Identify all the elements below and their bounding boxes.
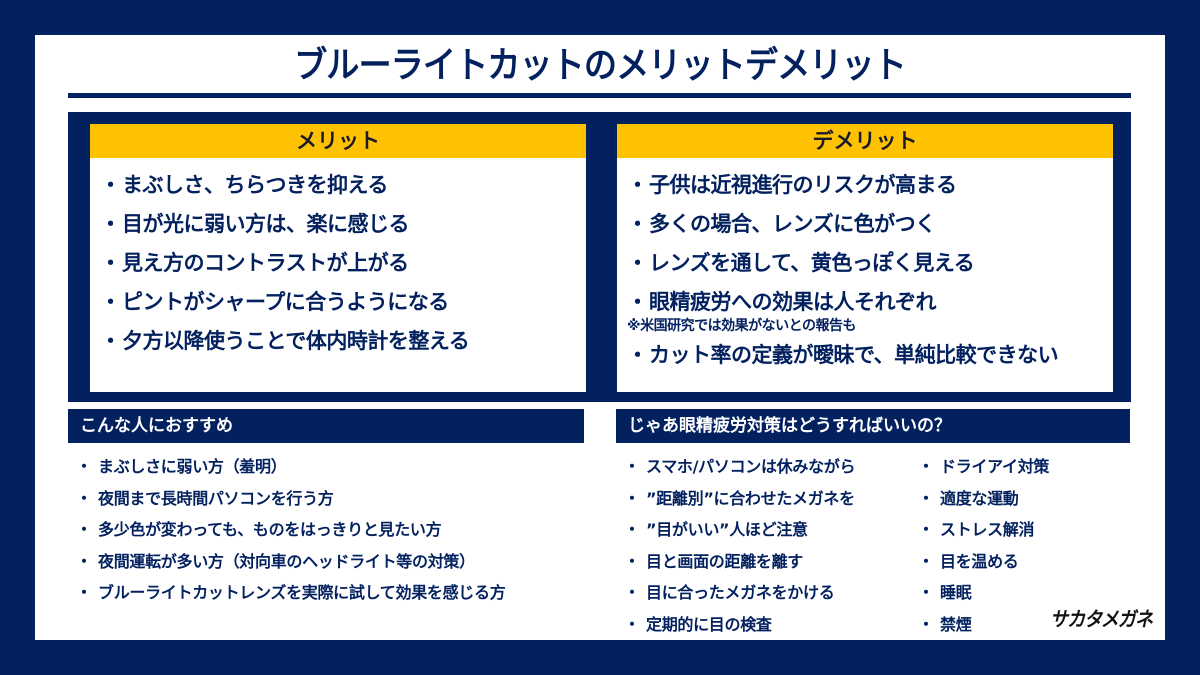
demerit-item: ・眼精疲労への効果は人それぞれ [627,283,1113,322]
eyestrain-item: ・スマホ/パソコンは休みながら [624,451,855,483]
recommend-item: ・夜間まで長時間パソコンを行う方 [76,483,505,515]
eyestrain-item: ・”目がいい”人ほど注意 [624,514,855,546]
bullet-icon: ・ [624,614,640,634]
merit-item: ・夕方以降使うことで体内時計を整える [100,322,586,361]
bullet-icon: ・ [624,583,640,602]
recommend-item: ・ブルーライトカットレンズを実際に試して効果を感じる方 [76,577,506,609]
eyestrain-item: ・目と画面の距離を離す [624,546,855,578]
merit-list: ・まぶしさ、ちらつきを抑える ・目が光に弱い方は、楽に感じる ・見え方のコントラ… [90,158,586,361]
bullet-icon: ・ [76,457,92,476]
bullet-icon: ・ [76,583,92,602]
bullet-icon: ・ [918,488,934,508]
eyestrain-list-col2: ・ドライアイ対策 ・適度な運動 ・ストレス解消 ・目を温める ・睡眠 ・禁煙 [918,451,1049,640]
merit-card: メリット ・まぶしさ、ちらつきを抑える ・目が光に弱い方は、楽に感じる ・見え方… [90,124,586,392]
bullet-icon: ・ [918,520,934,539]
bullet-icon: ・ [100,212,121,236]
recommend-item: ・まぶしさに弱い方（羞明） [76,451,505,483]
recommend-heading: こんな人におすすめ [68,409,584,443]
bullet-icon: ・ [627,212,648,236]
bullet-icon: ・ [918,614,934,634]
title-divider [68,93,1131,98]
bullet-icon: ・ [624,488,640,508]
recommend-list: ・まぶしさに弱い方（羞明） ・夜間まで長時間パソコンを行う方 ・多少色が変わって… [76,451,506,609]
bullet-icon: ・ [100,290,121,314]
eyestrain-item: ・ドライアイ対策 [918,451,1049,483]
merit-item: ・まぶしさ、ちらつきを抑える [100,166,586,205]
demerit-item: ・子供は近視進行のリスクが高まる [627,166,1113,205]
bullet-icon: ・ [627,343,648,367]
bullet-icon: ・ [627,173,648,197]
eyestrain-item: ・目に合ったメガネをかける [624,577,855,609]
demerit-card: デメリット ・子供は近視進行のリスクが高まる ・多くの場合、レンズに色がつく ・… [617,124,1113,392]
eyestrain-list-col1: ・スマホ/パソコンは休みながら ・”距離別”に合わせたメガネを ・”目がいい”人… [624,451,855,640]
demerit-item: ・レンズを通して、黄色っぽく見える [627,244,1113,283]
bullet-icon: ・ [76,520,92,539]
demerit-item: ・多くの場合、レンズに色がつく [627,205,1113,244]
bullet-icon: ・ [76,551,92,571]
merit-item: ・見え方のコントラストが上がる [100,244,586,283]
bullet-icon: ・ [100,329,121,353]
bullet-icon: ・ [918,457,934,476]
merit-item: ・目が光に弱い方は、楽に感じる [100,205,586,244]
demerit-item: ・カット率の定義が曖昧で、単純比較できない [627,336,1113,375]
bullet-icon: ・ [918,583,934,602]
bullet-icon: ・ [100,251,121,275]
eyestrain-item: ・”距離別”に合わせたメガネを [624,483,855,515]
eyestrain-item: ・睡眠 [918,577,1049,609]
eyestrain-item: ・目を温める [918,546,1049,578]
recommend-item: ・多少色が変わっても、ものをはっきりと見たい方 [76,514,505,546]
bullet-icon: ・ [100,173,121,197]
page-title: ブルーライトカットのメリットデメリット [294,45,907,86]
eyestrain-item: ・適度な運動 [918,483,1049,515]
bullet-icon: ・ [624,551,640,571]
merit-heading: メリット [90,124,586,158]
demerit-footnote: ※米国研究では効果がないとの報告も [627,318,856,334]
bullet-icon: ・ [624,457,640,476]
eyestrain-heading: じゃあ眼精疲労対策はどうすればいいの？ [616,409,1130,443]
bullet-icon: ・ [627,290,648,314]
eyestrain-item: ・ストレス解消 [918,514,1049,546]
bullet-icon: ・ [918,551,934,571]
bullet-icon: ・ [624,520,640,539]
bullet-icon: ・ [76,488,92,508]
recommend-item: ・夜間運転が多い方（対向車のヘッドライト等の対策） [76,546,505,578]
bullet-icon: ・ [627,251,648,275]
eyestrain-item: ・禁煙 [918,609,1049,641]
merit-item: ・ピントがシャープに合うようになる [100,283,586,322]
demerit-heading: デメリット [617,124,1113,158]
brand-logo: サカタメガネ [1050,607,1153,631]
eyestrain-item: ・定期的に目の検査 [624,609,855,641]
demerit-list: ・子供は近視進行のリスクが高まる ・多くの場合、レンズに色がつく ・レンズを通し… [617,158,1113,375]
